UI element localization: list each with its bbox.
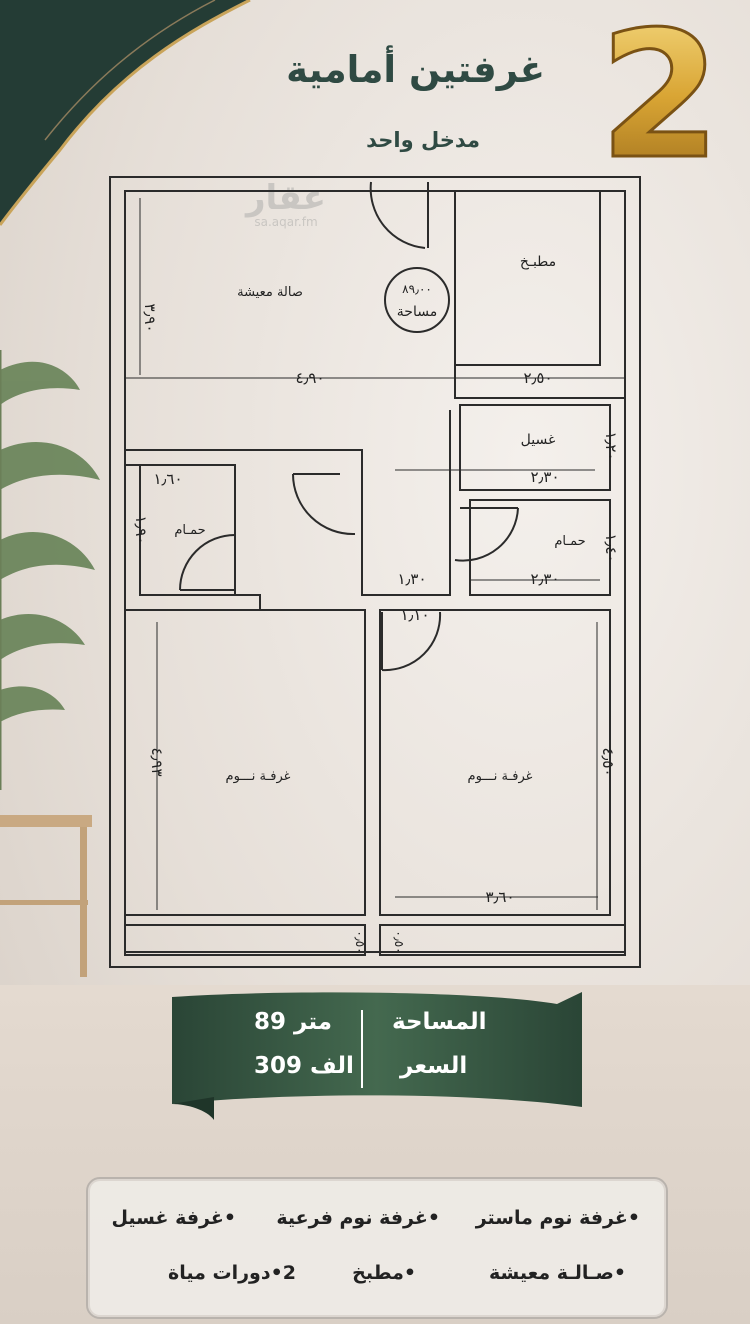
area-value: 89 متر xyxy=(254,1009,332,1035)
room-bedroom-right-label: غرفـة نـــوم xyxy=(468,769,533,784)
area-circle xyxy=(384,267,450,333)
feature-item: •غرفة نوم ماستر xyxy=(475,1207,640,1229)
dimension-lines xyxy=(139,198,600,910)
plant-decoration xyxy=(0,350,100,790)
price-label: السعر xyxy=(400,1053,468,1079)
features-box: •غرفة نوم ماستر •غرفة نوم فرعية •غرفة غس… xyxy=(86,1177,668,1319)
dim-laundry-width: ٢٫٣٠ xyxy=(530,468,559,486)
bath-left-door-swing xyxy=(292,473,356,536)
corner-decoration xyxy=(0,0,251,226)
page-subtitle: مدخل واحد xyxy=(366,128,480,152)
feature-item: 2•دورات مياة xyxy=(168,1262,296,1284)
bath-left-walls xyxy=(125,449,363,595)
area-circle-label: مساحة xyxy=(397,304,437,320)
dim-corridor-width: ١٫٣٠ xyxy=(397,570,426,588)
dim-kitchen-width: ٢٫٥٠ xyxy=(523,369,552,387)
price-value: 309 الف xyxy=(254,1053,354,1079)
dim-bedroom-right-width: ٣٫٦٠ xyxy=(485,888,514,906)
feature-item: •صـالـة معيشة xyxy=(489,1262,626,1284)
room-bedroom-left-label: غرفـة نـــوم xyxy=(226,769,291,784)
room-kitchen-label: مطبـخ xyxy=(520,254,556,270)
watermark-url: sa.aqar.fm xyxy=(254,215,318,229)
dim-bedroom-left-height: ٤٫٩٣ xyxy=(148,747,166,776)
room-bath-right-label: حمـام xyxy=(554,534,585,549)
bath-right-walls xyxy=(469,499,611,596)
dim-bath-left-height: ١٫٩٠ xyxy=(132,515,150,544)
balcony-walls xyxy=(124,924,626,956)
kitchen-inner-wall xyxy=(454,191,601,398)
dim-laundry-height: ١٫٢٠ xyxy=(602,431,620,460)
aqar-watermark: عقار sa.aqar.fm xyxy=(222,180,350,228)
side-table-decoration xyxy=(0,815,92,977)
bedroom-door-swing xyxy=(381,611,442,672)
corridor-walls xyxy=(361,410,451,596)
dim-living-width: ٤٫٩٠ xyxy=(295,369,324,387)
dim-door-width: ١٫١٠ xyxy=(400,606,429,624)
room-count-badge: 2 xyxy=(598,6,723,176)
room-living-label: صالة معيشة xyxy=(237,285,303,300)
feature-item: •غرفة نوم فرعية xyxy=(276,1207,440,1229)
area-label: المساحة xyxy=(392,1009,487,1035)
room-count-number: 2 xyxy=(599,6,721,176)
page-title: غرفتين أمامية xyxy=(286,48,545,91)
bedroom-right-walls xyxy=(379,609,611,916)
dim-bath-right-height: ١٫٤٠ xyxy=(602,533,620,562)
kitchen-walls xyxy=(125,190,626,399)
dim-living-height: ٣٫٩٠ xyxy=(141,303,159,332)
entry-door-swing xyxy=(369,181,429,249)
room-bath-left-label: حمـام xyxy=(174,523,205,538)
dim-balcony-right: ٠٫٥٠ xyxy=(392,930,406,953)
watermark-logo: عقار xyxy=(245,178,327,218)
floor-plan: صالة معيشة مطبـخ غسيل حمـام حمـام غرفـة … xyxy=(109,176,641,968)
laundry-walls xyxy=(459,404,611,491)
area-circle-value: ٨٩٫٠٠ xyxy=(402,282,432,296)
feature-item: •غرفة غسيل xyxy=(111,1207,236,1229)
banner-ribbon-shape xyxy=(172,992,582,1120)
dim-balcony-left: ٠٫٥٠ xyxy=(353,930,367,953)
info-banner: المساحة 89 متر السعر 309 الف xyxy=(172,992,584,1120)
bedroom-left-walls xyxy=(124,609,366,916)
dim-bath-left-width: ١٫٦٠ xyxy=(153,470,182,488)
bath-right-door-swing xyxy=(454,507,519,562)
dim-bath-right-width: ٢٫٣٠ xyxy=(530,570,559,588)
room-laundry-label: غسيل xyxy=(521,432,556,448)
outer-wall-outline xyxy=(109,176,641,968)
dim-bedroom-right-height: ٤٫٥٠ xyxy=(599,747,617,776)
bath-left-inner-door xyxy=(179,534,236,591)
inner-wall-outline xyxy=(124,190,626,953)
feature-item: •مطبخ xyxy=(352,1262,416,1284)
